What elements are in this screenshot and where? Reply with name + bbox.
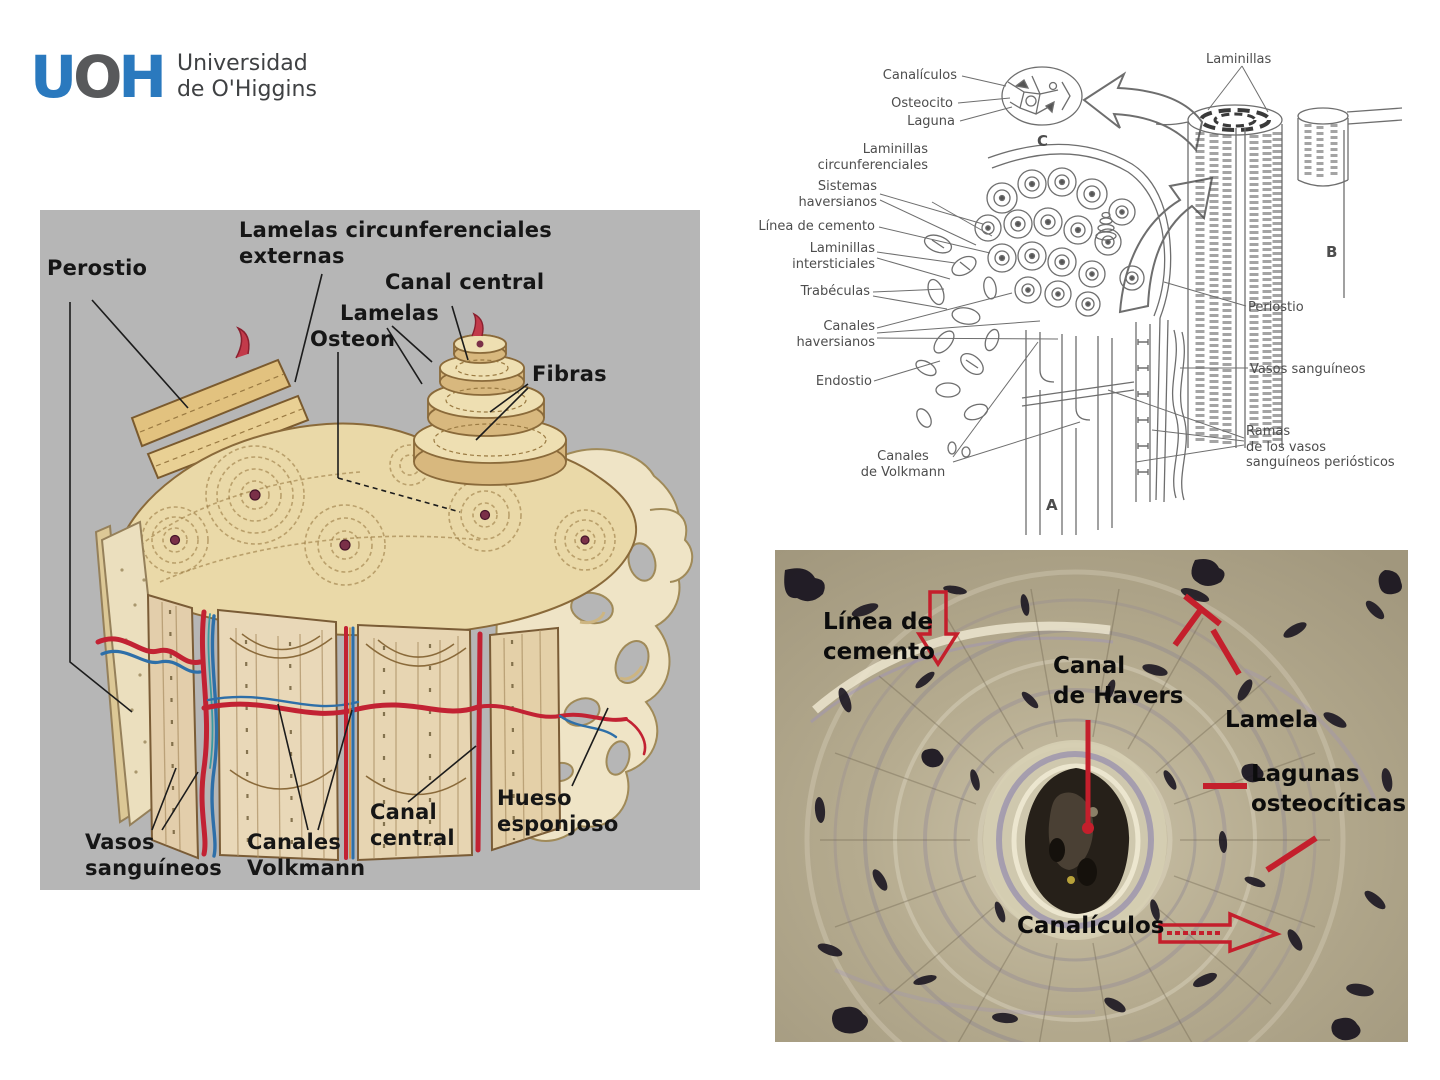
university-name-line2: de O'Higgins — [176, 77, 317, 102]
bone-leader-lines — [69, 273, 609, 831]
canaliculi-filaments — [820, 588, 1330, 1042]
logo-letter-h: H — [118, 43, 167, 111]
uoh-logo-icon: UOH — [30, 48, 167, 106]
label-canal-central-top: Canal central — [385, 270, 545, 294]
label-laguna: Laguna — [907, 114, 955, 129]
bone-illustration-panel: Lamelas circunferenciales externas Peros… — [40, 210, 700, 890]
osteocyte-lacunae — [814, 585, 1393, 1024]
label-laminillas-circunferenciales: Laminillas circunferenciales — [817, 142, 928, 173]
logo-letter-o: O — [73, 43, 122, 111]
arrow-to-c — [1082, 71, 1204, 153]
label-laminillas-intersticiales: Laminillas intersticiales — [792, 241, 875, 272]
blood-vessels — [95, 609, 647, 860]
line-diagram-art — [872, 65, 1403, 535]
university-name: Universidad de O'Higgins — [177, 51, 317, 103]
dark-blotches — [784, 559, 1402, 1041]
label-letter-a: A — [1046, 496, 1058, 514]
label-canaliculos: Canalículos — [882, 68, 957, 83]
haversian-canal — [983, 740, 1167, 940]
label-osteocito: Osteocito — [891, 96, 953, 111]
label-lagunas-osteociticas: Lagunas osteocíticas — [1251, 761, 1407, 817]
label-endostio: Endostio — [815, 374, 872, 389]
inset-c — [1001, 66, 1083, 126]
label-vasos-sanguineos: Vasos sanguíneos — [1250, 362, 1366, 377]
lamela-bracket — [1172, 593, 1242, 676]
label-canales-haversianos: Canales haversianos — [796, 319, 875, 350]
label-fibras: Fibras — [532, 362, 607, 386]
label-linea-de-cemento-micro: Línea de cemento — [823, 609, 935, 665]
structure-b — [1155, 104, 1403, 448]
micrograph-art — [775, 550, 1408, 1042]
label-osteon: Osteon — [310, 327, 396, 351]
osteon-tower — [413, 312, 567, 486]
line-diagram-leaders — [872, 65, 1269, 463]
structure-a — [915, 143, 1187, 535]
logo-letter-u: U — [30, 43, 77, 111]
label-vasos-sanguineos: Vasos sanguíneos — [85, 830, 222, 880]
lamellae-rings — [804, 569, 1377, 1042]
label-canal-central-bottom: Canal central — [370, 800, 455, 850]
label-perostio: Perostio — [47, 256, 148, 280]
label-hueso-esponjoso: Hueso esponjoso — [497, 786, 619, 836]
lagunas-slash — [1265, 835, 1318, 873]
label-periostio: Periostio — [1248, 300, 1304, 315]
down-arrow-icon — [915, 590, 961, 668]
label-letter-b: B — [1326, 243, 1338, 261]
label-lamelas: Lamelas — [340, 301, 439, 325]
micrograph-annotations — [915, 590, 1318, 954]
label-sistemas-haversianos: Sistemas haversianos — [798, 179, 877, 210]
label-canaliculos-micro: Canalículos — [1017, 913, 1165, 939]
micrograph-panel: Línea de cemento Canal de Havers Lamela … — [775, 550, 1408, 1042]
line-diagram-panel: Canalículos Osteocito Laguna C Laminilla… — [740, 30, 1430, 545]
label-lamela: Lamela — [1225, 707, 1319, 733]
label-letter-c: C — [1037, 132, 1049, 150]
label-ramas-vasos-periosticos: Ramas de los vasos sanguíneos perióstico… — [1246, 424, 1395, 471]
label-linea-de-cemento: Línea de cemento — [758, 219, 875, 234]
university-logo: UOH Universidad de O'Higgins — [30, 48, 317, 106]
label-lamelas-circunferenciales: Lamelas circunferenciales externas — [239, 218, 552, 268]
bone-illustration-art — [40, 210, 700, 890]
right-arrow-icon — [1158, 911, 1282, 954]
label-laminillas: Laminillas — [1206, 52, 1272, 67]
label-canales-de-volkmann: Canales de Volkmann — [860, 449, 946, 480]
label-trabeculas: Trabéculas — [800, 284, 870, 299]
havers-pointer-dot — [1082, 822, 1094, 834]
label-canales-volkmann: Canales Volkmann — [247, 830, 366, 880]
university-name-line1: Universidad — [176, 51, 308, 77]
label-canal-de-havers: Canal de Havers — [1053, 653, 1184, 709]
